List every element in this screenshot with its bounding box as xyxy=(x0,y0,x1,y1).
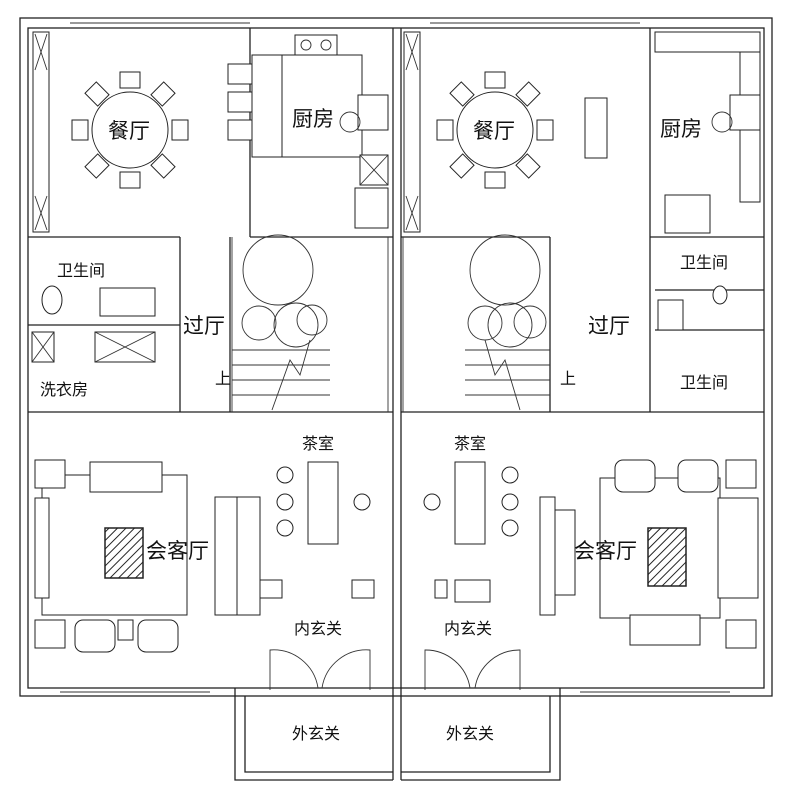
stairs-right xyxy=(402,234,550,412)
room-label-inner-foyer: 内玄关 xyxy=(294,619,342,638)
labels-right: 餐厅 厨房 卫生间 卫生间 过厅 上 茶室 会客厅 内玄关 外玄关 xyxy=(444,117,728,743)
room-label-hall: 过厅 xyxy=(588,314,630,338)
room-label-dining: 餐厅 xyxy=(108,119,150,143)
outer-walls xyxy=(19,17,773,781)
dining-table-left xyxy=(71,71,189,189)
room-label-living-room: 会客厅 xyxy=(574,539,637,563)
stairs-left xyxy=(231,234,389,412)
room-label-bathroom-2: 卫生间 xyxy=(680,373,728,392)
interior-walls-right xyxy=(401,28,764,413)
room-label-inner-foyer: 内玄关 xyxy=(444,619,492,638)
dining-table-right xyxy=(436,71,608,189)
living-furniture-right xyxy=(423,459,759,690)
room-label-tea-room: 茶室 xyxy=(302,434,334,453)
interior-walls-left xyxy=(28,28,393,413)
stairs-up-label: 上 xyxy=(215,369,231,388)
room-label-kitchen: 厨房 xyxy=(292,107,334,131)
room-label-living-room: 会客厅 xyxy=(146,539,209,563)
stairs-up-label: 上 xyxy=(560,369,576,388)
room-label-bathroom: 卫生间 xyxy=(57,261,105,280)
room-label-kitchen: 厨房 xyxy=(660,117,702,141)
room-label-dining: 餐厅 xyxy=(473,119,515,143)
labels-left: 餐厅 厨房 卫生间 洗衣房 过厅 上 茶室 会客厅 内玄关 外玄关 xyxy=(40,107,342,743)
room-label-tea-room: 茶室 xyxy=(454,434,486,453)
bathroom-fixtures xyxy=(31,285,728,363)
room-label-bathroom-1: 卫生间 xyxy=(680,253,728,272)
room-label-outer-foyer: 外玄关 xyxy=(446,724,494,743)
living-furniture-left xyxy=(34,459,375,690)
room-label-laundry: 洗衣房 xyxy=(40,380,88,399)
room-label-outer-foyer: 外玄关 xyxy=(292,724,340,743)
room-label-hall: 过厅 xyxy=(183,314,225,338)
